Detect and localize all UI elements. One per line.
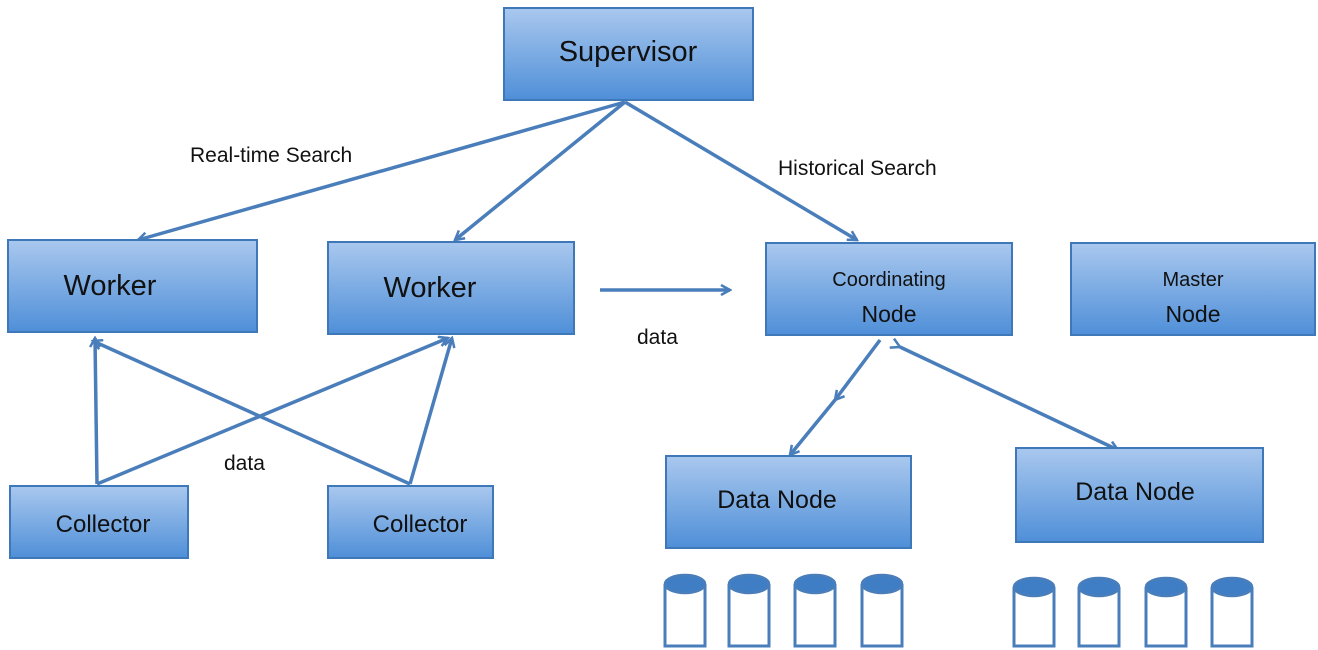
data-node-right-label: Data Node	[1075, 478, 1195, 506]
database-icon	[1012, 576, 1056, 648]
edge-collector-right-to-worker-left	[93, 341, 411, 486]
supervisor-label: Supervisor	[559, 36, 698, 68]
database-icon	[1144, 576, 1188, 648]
coordinating-node: Coordinating Node	[765, 242, 1013, 336]
worker-right-label: Worker	[384, 272, 477, 304]
collector-node-left: Collector	[9, 485, 189, 559]
edge-coordinating-node-data-node-left	[790, 400, 835, 455]
coordinating-node-label-line2: Node	[862, 301, 917, 327]
worker-left-label: Worker	[64, 270, 157, 302]
worker-node-left: Worker	[7, 239, 258, 333]
edges	[93, 100, 1118, 486]
database-icon	[1077, 576, 1121, 648]
database-icon	[1210, 576, 1254, 648]
data-node-left: Data Node	[665, 455, 912, 549]
database-icon	[793, 573, 837, 648]
edge-coordinating-node-data-node-right	[900, 347, 1118, 450]
edge-supervisor-to-worker-left	[138, 100, 626, 240]
edge-supervisor-to-worker-right	[455, 100, 627, 240]
label-data-worker-to-coordinating: data	[637, 326, 678, 349]
database-group-right	[1012, 576, 1254, 648]
label-realtime-search: Real-time Search	[190, 144, 352, 167]
label-data-collectors-to-workers: data	[224, 452, 265, 475]
database-icon	[727, 573, 771, 648]
edge-collector-right-to-worker-right	[408, 338, 452, 485]
label-historical-search: Historical Search	[778, 157, 937, 180]
collector-node-right: Collector	[327, 485, 494, 559]
data-node-left-label: Data Node	[717, 486, 837, 514]
master-node: Master Node	[1070, 242, 1316, 336]
supervisor-node: Supervisor	[503, 7, 754, 101]
edge-collector-left-to-worker-left	[95, 338, 97, 485]
database-icon	[663, 573, 707, 648]
collector-left-label: Collector	[56, 511, 151, 538]
collector-right-label: Collector	[373, 511, 468, 538]
edge-coordinating-to-data-left-upper	[833, 338, 882, 402]
data-node-right: Data Node	[1015, 447, 1264, 543]
worker-node-right: Worker	[327, 241, 575, 335]
coordinating-node-label-line1: Coordinating	[832, 269, 945, 291]
database-group-left	[663, 573, 904, 648]
edge-supervisor-to-coordinating-node	[624, 100, 857, 242]
edge-collector-left-to-worker-right	[96, 338, 448, 486]
database-icon	[860, 573, 904, 648]
master-node-label-line2: Node	[1166, 301, 1221, 327]
master-node-label-line1: Master	[1162, 269, 1223, 291]
